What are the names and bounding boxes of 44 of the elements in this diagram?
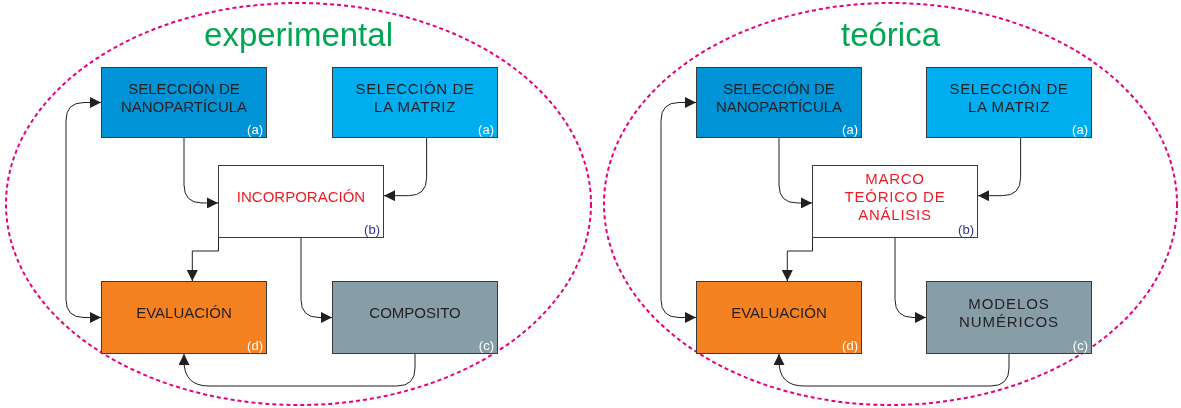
arrow xyxy=(383,137,428,202)
arrow xyxy=(773,353,1010,387)
tag-letter: (b) xyxy=(364,223,380,236)
process-box xyxy=(101,281,267,354)
group-title: experimental xyxy=(204,18,393,51)
arrow xyxy=(300,237,333,323)
box-label: EVALUACIÓN xyxy=(136,303,232,322)
box-label: MARCO TEÓRICO DE ANÁLISIS xyxy=(843,169,947,224)
arrow xyxy=(186,237,219,282)
arrow xyxy=(778,137,813,209)
tag-letter: (d) xyxy=(247,339,263,352)
box-label: MODELOS NUMÉRICOS xyxy=(958,294,1060,331)
box-label: SELECCIÓN DE LA MATRIZ xyxy=(948,79,1070,116)
process-box xyxy=(696,67,862,138)
tag-letter: (a) xyxy=(247,123,263,136)
box-label: SELECCIÓN DE NANOPARTÍCULA xyxy=(120,79,248,116)
arrow xyxy=(660,97,697,323)
process-box xyxy=(332,67,498,138)
process-box xyxy=(812,165,978,238)
process-box xyxy=(926,67,1092,138)
arrow xyxy=(977,137,1022,202)
box-label: COMPOSITO xyxy=(369,303,461,322)
arrow xyxy=(178,353,416,387)
box-label: SELECCIÓN DE NANOPARTÍCULA xyxy=(715,79,843,116)
tag-letter: (b) xyxy=(958,223,974,236)
process-box xyxy=(926,281,1092,354)
group-title: teórica xyxy=(840,18,941,51)
process-box xyxy=(218,165,384,238)
tag-letter: (a) xyxy=(1072,123,1088,136)
tag-letter: (a) xyxy=(478,123,494,136)
tag-letter: (c) xyxy=(1072,339,1088,352)
arrow xyxy=(894,237,927,323)
arrow xyxy=(781,237,813,282)
tag-letter: (c) xyxy=(478,339,494,352)
process-box xyxy=(332,281,498,354)
tag-letter: (d) xyxy=(842,339,858,352)
arrow xyxy=(65,97,102,323)
box-label: EVALUACIÓN xyxy=(731,303,827,322)
process-box xyxy=(696,281,862,354)
tag-letter: (a) xyxy=(842,123,858,136)
box-label: INCORPORACIÓN xyxy=(236,187,366,206)
arrow xyxy=(183,137,219,209)
box-label: SELECCIÓN DE LA MATRIZ xyxy=(354,79,476,116)
process-box xyxy=(101,67,267,138)
